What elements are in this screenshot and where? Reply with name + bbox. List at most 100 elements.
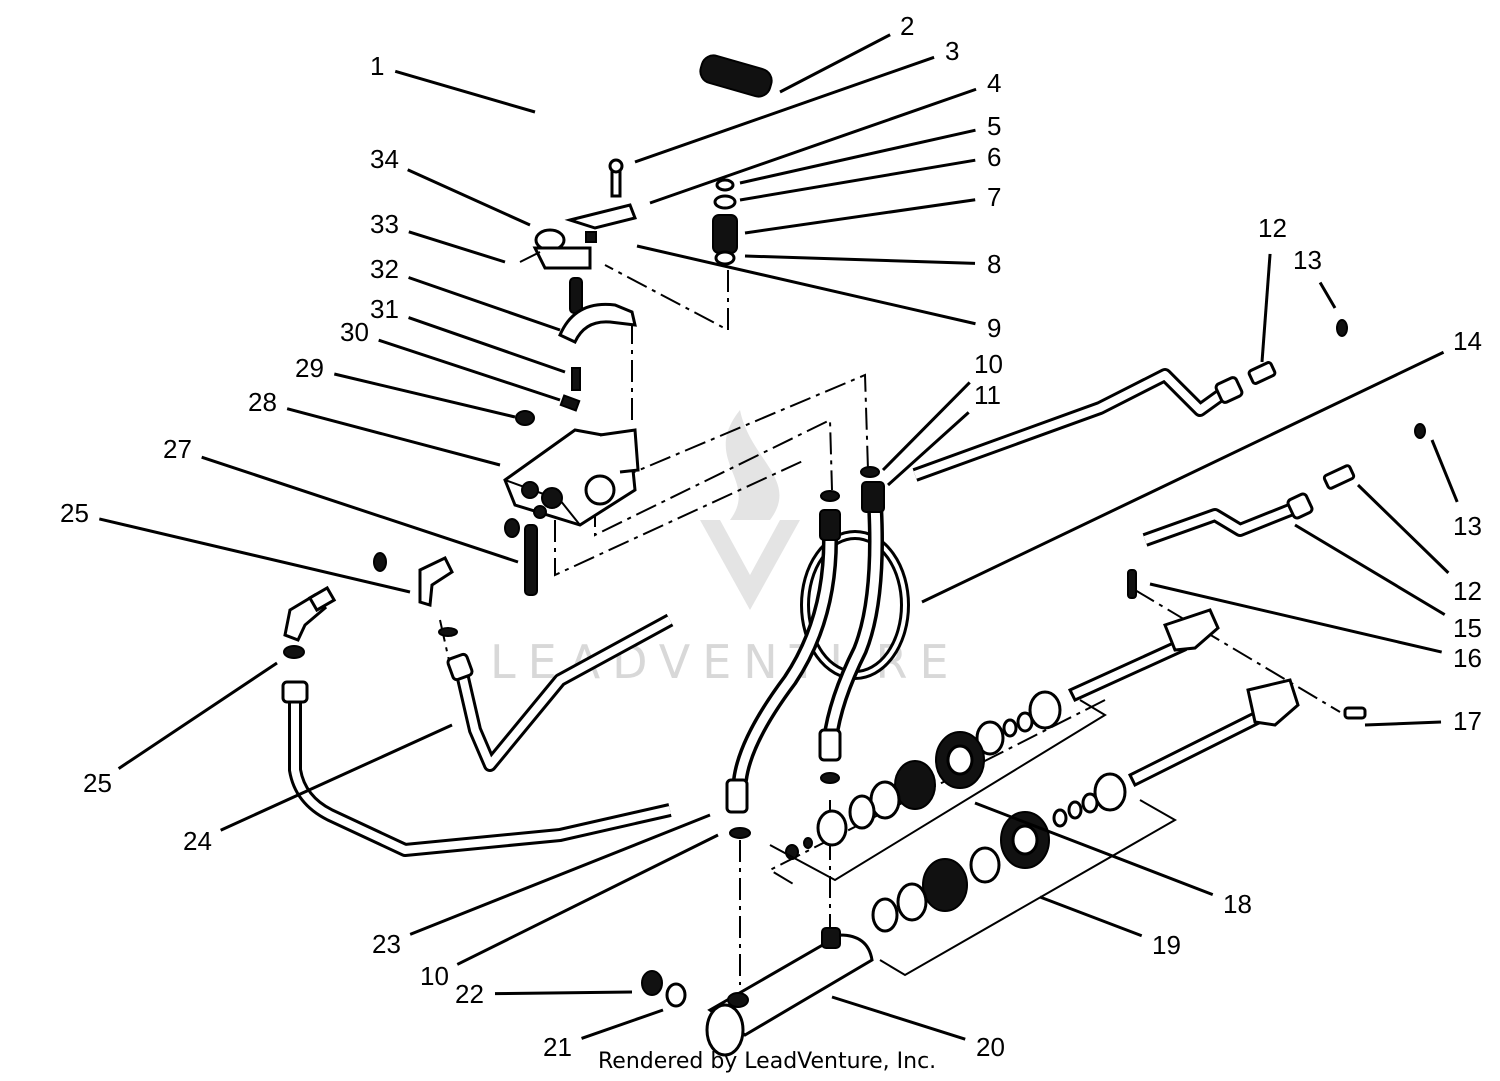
callout-14: 14 — [921, 326, 1482, 604]
callout-13: 13 — [1293, 245, 1337, 309]
cylinder-rods — [1067, 569, 1367, 788]
callout-label: 23 — [372, 929, 401, 959]
callout-leader — [779, 33, 891, 94]
hydraulic-tubes — [281, 368, 1314, 857]
callout-label: 24 — [183, 826, 212, 856]
lever-grip — [699, 54, 773, 98]
callout-leader — [286, 407, 501, 467]
callout-label: 14 — [1453, 326, 1482, 356]
callout-19: 19 — [1039, 895, 1181, 960]
callout-leader — [394, 69, 536, 114]
elbow-fittings — [283, 552, 458, 659]
callout-15: 15 — [1294, 523, 1482, 643]
callout-leader — [117, 661, 278, 770]
callout-label: 34 — [370, 144, 399, 174]
callout-label: 33 — [370, 209, 399, 239]
hydraulic-hoses — [725, 466, 910, 839]
callout-label: 29 — [295, 353, 324, 383]
callout-leader — [378, 338, 561, 402]
callout-leader — [744, 198, 976, 235]
callout-17: 17 — [1364, 706, 1482, 736]
callout-label: 25 — [60, 498, 89, 528]
callout-25: 25 — [60, 498, 411, 594]
callout-label: 5 — [987, 111, 1001, 141]
callout-31: 31 — [370, 294, 566, 374]
callout-12: 12 — [1258, 213, 1287, 363]
callout-leader — [408, 316, 566, 374]
callout-8: 8 — [744, 249, 1001, 279]
callout-leader — [1318, 281, 1337, 309]
callout-leader — [886, 411, 970, 487]
callout-leader — [744, 254, 976, 265]
callout-leader — [408, 230, 506, 264]
callout-leader — [921, 350, 1445, 604]
callout-label: 22 — [455, 979, 484, 1009]
callout-27: 27 — [163, 434, 519, 564]
callout-label: 21 — [543, 1032, 572, 1062]
callout-leader — [1364, 720, 1442, 727]
callout-33: 33 — [370, 209, 506, 264]
callout-label: 30 — [340, 317, 369, 347]
callout-label: 18 — [1223, 889, 1252, 919]
callout-7: 7 — [744, 182, 1001, 235]
callout-label: 27 — [163, 434, 192, 464]
callout-24: 24 — [183, 723, 453, 856]
callout-label: 2 — [900, 11, 914, 41]
callout-label: 32 — [370, 254, 399, 284]
callout-label: 13 — [1293, 245, 1322, 275]
tube-fittings — [1247, 319, 1426, 490]
hydraulic-cylinder — [641, 927, 874, 1057]
callout-label: 16 — [1453, 643, 1482, 673]
callout-label: 8 — [987, 249, 1001, 279]
callout-label: 15 — [1453, 613, 1482, 643]
callout-25: 25 — [83, 661, 278, 798]
lever-hardware — [519, 158, 738, 270]
callout-leader — [1260, 253, 1272, 363]
callout-2: 2 — [779, 11, 914, 94]
callout-leader — [649, 87, 977, 205]
callout-label: 12 — [1258, 213, 1287, 243]
callout-6: 6 — [739, 142, 1001, 202]
callout-leader — [634, 55, 935, 164]
callout-23: 23 — [372, 813, 711, 959]
callout-leader — [636, 244, 976, 326]
callout-11: 11 — [886, 380, 1001, 487]
callout-28: 28 — [248, 387, 501, 467]
callout-leader — [220, 723, 453, 832]
callout-label: 25 — [83, 768, 112, 798]
callout-leader — [1294, 523, 1446, 616]
seal-kit-lower — [871, 772, 1127, 933]
callout-1: 1 — [370, 51, 536, 114]
callout-20: 20 — [831, 995, 1005, 1062]
callout-16: 16 — [1149, 582, 1482, 673]
callout-leader — [333, 372, 516, 419]
callout-12: 12 — [1356, 483, 1482, 606]
callout-label: 4 — [987, 68, 1001, 98]
callout-leader — [739, 158, 976, 202]
callout-label: 19 — [1152, 930, 1181, 960]
callout-18: 18 — [974, 801, 1252, 919]
callout-13: 13 — [1430, 439, 1482, 541]
callout-label: 10 — [974, 349, 1003, 379]
callout-10: 10 — [420, 833, 719, 991]
callout-label: 28 — [248, 387, 277, 417]
callout-leader — [581, 1008, 664, 1040]
callout-leader — [456, 833, 719, 966]
callout-22: 22 — [455, 979, 633, 1009]
control-valve — [503, 367, 640, 596]
watermark: LEADVENTURE — [490, 410, 949, 689]
linkage-arm — [558, 277, 637, 344]
callout-label: 17 — [1453, 706, 1482, 736]
callout-leader — [407, 168, 531, 227]
callout-leader — [1356, 483, 1450, 574]
callout-leader — [98, 517, 411, 594]
control-lever — [537, 10, 773, 213]
callout-leader — [494, 990, 633, 996]
callout-label: 7 — [987, 182, 1001, 212]
callout-label: 9 — [987, 313, 1001, 343]
callout-leader — [408, 276, 561, 332]
part-callouts: 1234567891011121314131215161718192021221… — [60, 11, 1482, 1062]
callout-leader — [1039, 895, 1143, 938]
callout-label: 31 — [370, 294, 399, 324]
